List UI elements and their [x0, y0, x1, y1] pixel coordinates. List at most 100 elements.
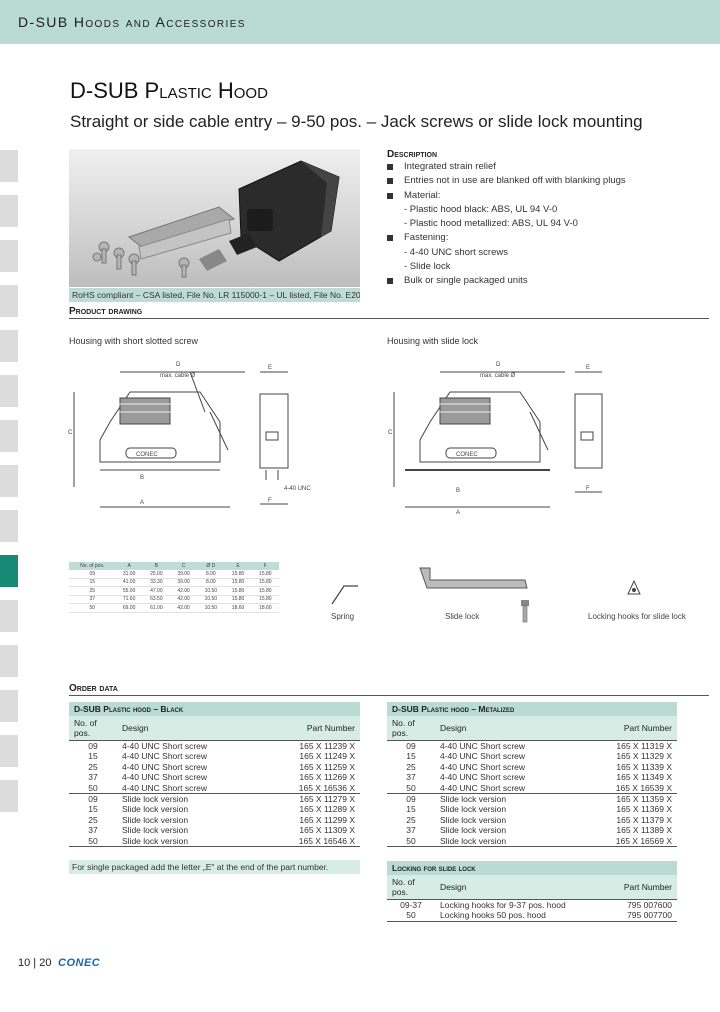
- register-tab[interactable]: [0, 150, 18, 182]
- register-tab[interactable]: [0, 195, 18, 227]
- design-cell: 4-40 UNC Short screw: [117, 740, 261, 752]
- register-tab[interactable]: [0, 285, 18, 317]
- design-cell: 4-40 UNC Short screw: [122, 751, 208, 762]
- dim-a-label: A: [456, 510, 460, 516]
- dim-cell: 69.00: [115, 603, 143, 613]
- part-number-cell: 165 X 11359 X: [577, 793, 677, 805]
- pos-cell: 15: [88, 804, 98, 815]
- dim-cell: 10.50: [197, 603, 225, 613]
- col-design: Design: [117, 716, 261, 741]
- pos-cell: 09: [69, 740, 117, 752]
- col-no-pos: No. of pos.: [69, 716, 117, 741]
- register-tab[interactable]: [0, 735, 18, 767]
- drawing-logo: CONEC: [456, 452, 478, 458]
- dim-header-cell: E: [224, 562, 252, 570]
- side-register-tabs: [0, 150, 18, 825]
- dim-cell: 15.80: [251, 595, 279, 604]
- design-cell: Slide lock version: [122, 825, 189, 836]
- locking-hook-icon: [627, 580, 641, 595]
- drawing-logo: CONEC: [136, 452, 158, 458]
- design-cell: Slide lock version: [440, 814, 507, 825]
- dim-header-cell: Ø D: [197, 562, 225, 570]
- part-number-cell: 165 X 11289 X: [299, 804, 355, 815]
- register-tab[interactable]: [0, 645, 18, 677]
- header-bar: D-SUB Hoods and Accessories: [0, 0, 720, 44]
- order-data-heading: Order data: [69, 683, 118, 694]
- description-text: - 4-40 UNC short screws: [404, 246, 508, 258]
- pos-cell: 50: [406, 782, 416, 793]
- bullet-icon: [387, 278, 393, 285]
- dim-cell: 09: [69, 570, 116, 579]
- product-drawing-heading: Product drawing: [69, 306, 143, 317]
- pos-cell: 25: [88, 761, 98, 772]
- part-number-cell: 165 X 11269 X: [299, 772, 355, 783]
- dim-cell: 37: [69, 595, 116, 604]
- order-table-black-title: D-SUB Plastic hood – Black: [69, 702, 360, 716]
- dim-header-cell: No. of pos.: [69, 562, 116, 570]
- page-title: D-SUB Plastic Hood: [70, 78, 268, 103]
- pos-cell: 25: [406, 814, 416, 825]
- page-number: 10 | 20: [18, 957, 52, 969]
- design-cell: 4-40 UNC Short screw: [122, 772, 208, 783]
- dim-cell: 55.00: [115, 586, 143, 596]
- register-tab[interactable]: [0, 690, 18, 722]
- order-table-metalized: D-SUB Plastic hood – Metalized No. of po…: [387, 702, 677, 848]
- register-tab-active[interactable]: [0, 555, 18, 587]
- pos-cell: 37: [406, 772, 416, 783]
- dim-cell: 15.80: [224, 595, 252, 604]
- register-tab[interactable]: [0, 375, 18, 407]
- pos-cell: 09: [69, 793, 117, 805]
- dim-cell: 31.00: [115, 570, 143, 579]
- table-row: 15 Slide lock version 165 X 11289 X: [69, 804, 360, 814]
- part-number-cell: 165 X 11339 X: [616, 761, 672, 772]
- description-text: Entries not in use are blanked off with …: [404, 175, 626, 187]
- register-tab[interactable]: [0, 780, 18, 812]
- register-tab[interactable]: [0, 510, 18, 542]
- description-item: Bulk or single packaged units: [387, 274, 707, 288]
- register-tab[interactable]: [0, 600, 18, 632]
- part-number-cell: 165 X 16539 X: [615, 782, 672, 793]
- register-tab[interactable]: [0, 420, 18, 452]
- design-cell: Slide lock version: [122, 814, 189, 825]
- description-item: - 4-40 UNC short screws: [387, 246, 707, 260]
- register-tab[interactable]: [0, 465, 18, 497]
- description-item: - Slide lock: [387, 260, 707, 274]
- part-number-cell: 165 X 16546 X: [260, 835, 360, 848]
- design-cell: 4-40 UNC Short screw: [440, 782, 526, 793]
- part-number-cell: 795 007600: [604, 899, 677, 911]
- register-tab[interactable]: [0, 240, 18, 272]
- dim-cell: 50: [69, 603, 116, 613]
- single-pack-note: For single packaged add the letter „E" a…: [69, 860, 360, 874]
- pos-cell: 15: [406, 751, 416, 762]
- dim-cell: 15.80: [224, 586, 252, 596]
- col-design: Design: [435, 716, 578, 741]
- col-design: Design: [435, 875, 605, 900]
- pos-cell: 37: [88, 825, 98, 836]
- pos-cell: 25: [406, 761, 416, 772]
- register-tab[interactable]: [0, 330, 18, 362]
- pos-cell: 15: [88, 751, 98, 762]
- part-number-cell: 165 X 11259 X: [299, 761, 355, 772]
- design-cell: Slide lock version: [122, 804, 189, 815]
- design-cell: Slide lock version: [435, 835, 578, 848]
- product-photo: [69, 149, 360, 287]
- col-no-pos: No. of pos.: [387, 875, 435, 900]
- dim-f-label: F: [268, 498, 272, 504]
- bullet-icon: [387, 192, 393, 199]
- part-number-cell: 795 007700: [604, 910, 677, 922]
- divider: [69, 318, 709, 319]
- pos-cell: 37: [406, 825, 416, 836]
- bullet-icon: [387, 164, 393, 170]
- table-row: 50 4-40 UNC Short screw 165 X 16539 X: [387, 783, 677, 794]
